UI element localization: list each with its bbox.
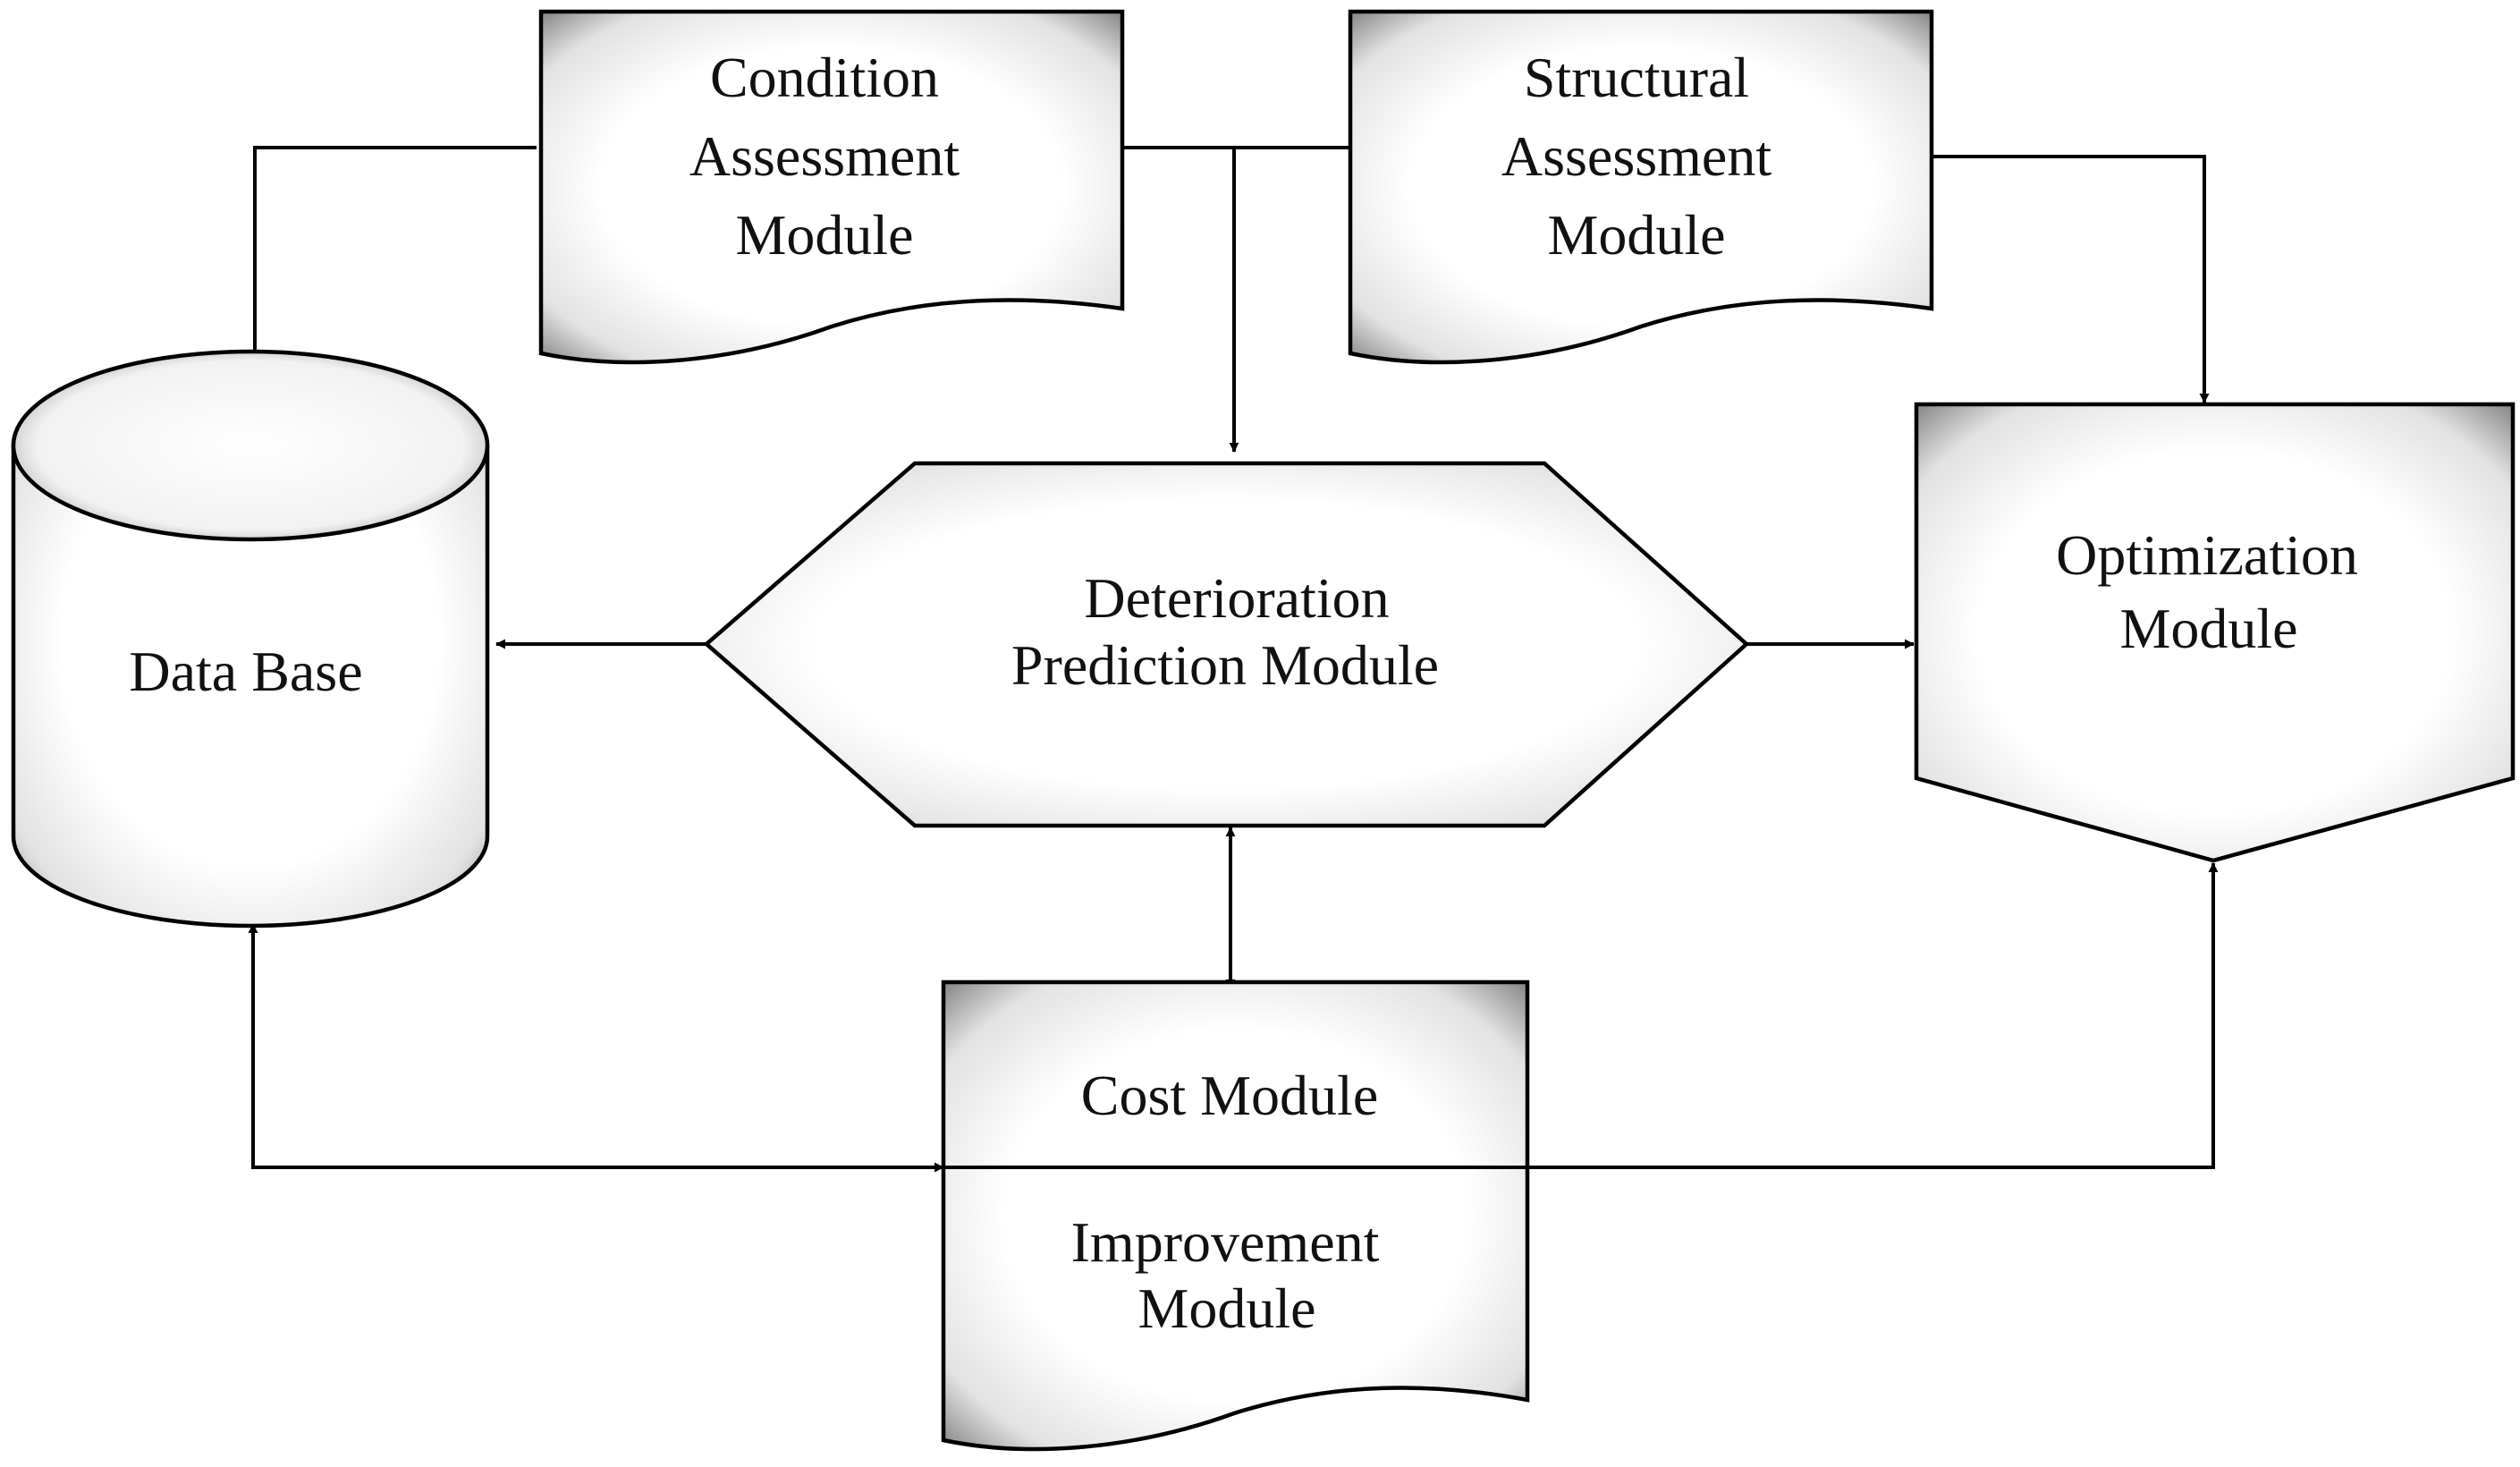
condition-label-3: Module	[735, 203, 913, 267]
edges	[248, 146, 2219, 1173]
node-optimization: Optimization Module	[1914, 402, 2516, 863]
database-label: Data Base	[129, 640, 362, 703]
cost-label: Cost Module	[1081, 1064, 1378, 1127]
deterioration-shape	[703, 461, 1750, 828]
structural-assessment-shape	[1348, 9, 1934, 365]
optimization-label-1: Optimization	[2056, 523, 2358, 587]
improvement-label-2: Module	[1137, 1276, 1315, 1340]
condition-label-2: Assessment	[689, 124, 960, 188]
node-database: Data Base	[11, 349, 490, 929]
condition-assessment-shape	[538, 9, 1125, 365]
structural-label-1: Structural	[1524, 46, 1749, 109]
node-deterioration-prediction: Deterioration Prediction Module	[703, 461, 1750, 828]
optimization-label-2: Module	[2119, 597, 2297, 660]
database-top	[11, 349, 490, 542]
structural-label-3: Module	[1547, 203, 1725, 267]
node-condition-assessment: Condition Assessment Module	[538, 9, 1125, 365]
improvement-label-1: Improvement	[1071, 1210, 1380, 1274]
cost-improvement-shape	[941, 979, 1530, 1452]
condition-label-1: Condition	[710, 46, 939, 109]
node-structural-assessment: Structural Assessment Module	[1348, 9, 1934, 365]
deterioration-label-1: Deterioration	[1084, 566, 1389, 630]
edge-cost-to-optimization	[1527, 862, 2219, 1169]
edge-structural-to-optimization	[1932, 155, 2210, 403]
edge-condition-to-database	[249, 146, 537, 437]
edge-database-cost	[248, 923, 944, 1173]
node-cost-improvement: Cost Module Improvement Module	[941, 979, 1530, 1452]
deterioration-label-2: Prediction Module	[1011, 633, 1439, 697]
optimization-shape	[1914, 402, 2516, 863]
structural-label-2: Assessment	[1501, 124, 1772, 188]
